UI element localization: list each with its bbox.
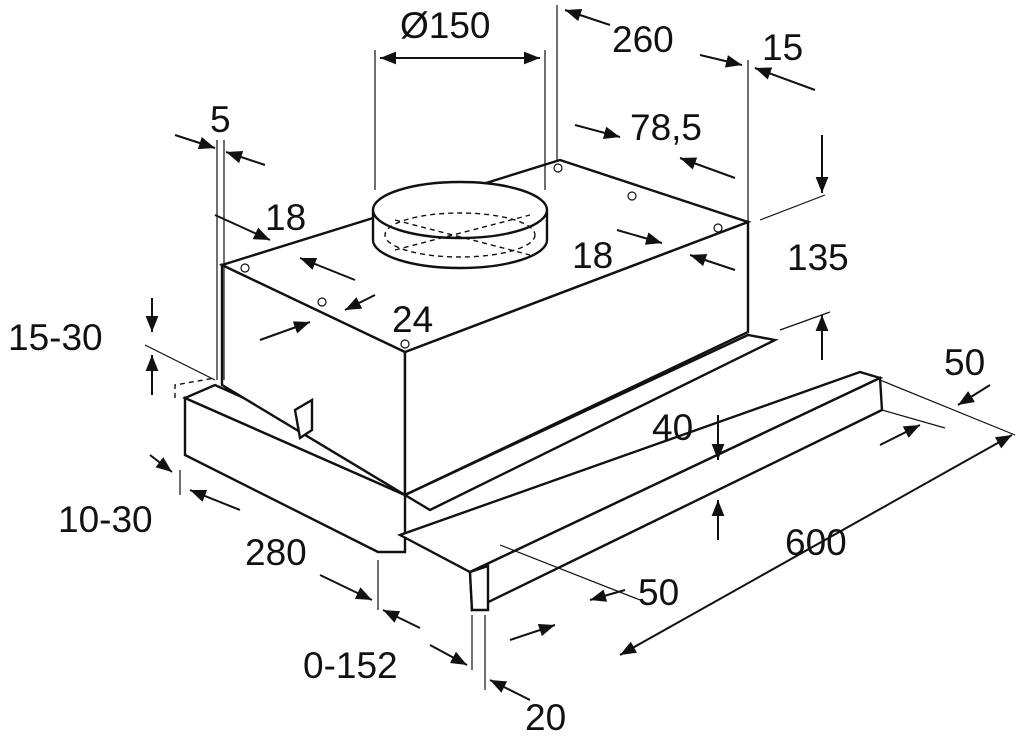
label-135: 135 (787, 237, 849, 278)
label-600: 600 (785, 522, 847, 563)
front-panel (174, 377, 407, 554)
label-50-front: 50 (638, 572, 679, 613)
dimension-lines (144, 5, 1016, 701)
label-0-152: 0-152 (303, 645, 398, 686)
label-18-left: 18 (265, 197, 306, 238)
label-20: 20 (525, 697, 566, 738)
label-260: 260 (612, 19, 674, 60)
duct-collar (371, 180, 549, 270)
label-15-30: 15-30 (8, 317, 103, 358)
label-78-5: 78,5 (630, 107, 702, 148)
control-switch (293, 397, 314, 441)
label-24: 24 (392, 299, 433, 340)
label-10-30: 10-30 (58, 499, 153, 540)
label-50-right: 50 (944, 342, 985, 383)
label-duct-diameter: Ø150 (400, 5, 491, 46)
label-40: 40 (652, 407, 693, 448)
label-280: 280 (245, 532, 307, 573)
label-18-right: 18 (572, 235, 613, 276)
label-5: 5 (210, 99, 231, 140)
label-15: 15 (762, 27, 803, 68)
